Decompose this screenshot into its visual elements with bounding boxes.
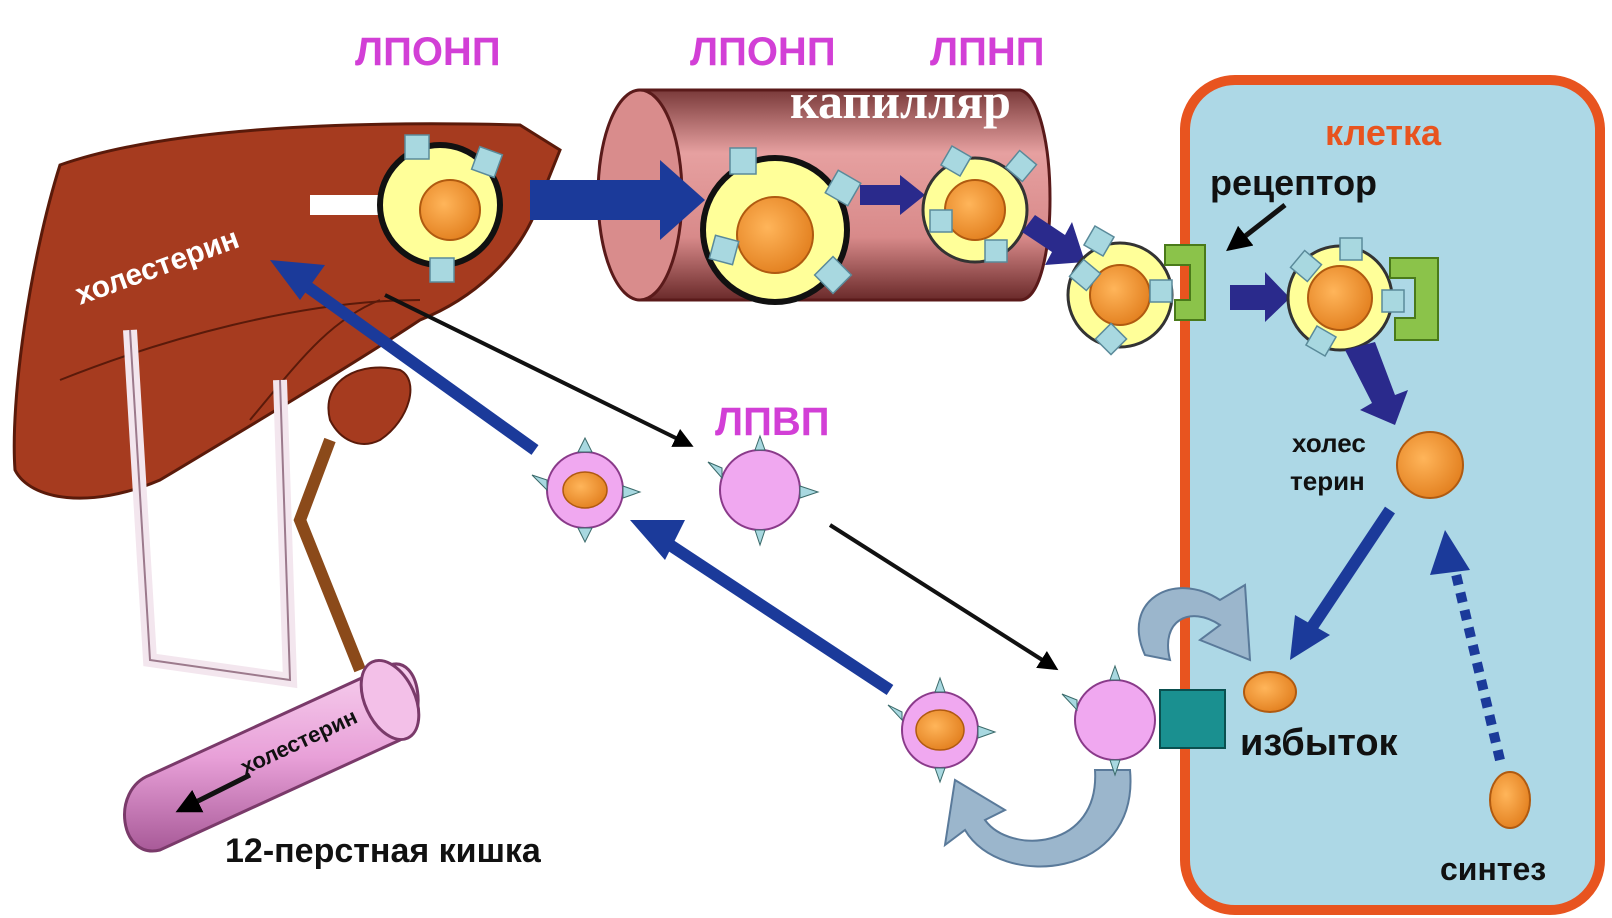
duodenum-label: 12-перстная кишка bbox=[225, 832, 542, 870]
receptor-label: рецептор bbox=[1210, 162, 1377, 203]
synthesis-label: синтез bbox=[1440, 851, 1546, 887]
bile-duct-brown bbox=[300, 440, 360, 670]
vldl-label-1: ЛПОНП bbox=[355, 30, 501, 74]
hdl-particle-nascent-2 bbox=[1062, 666, 1155, 775]
ldl-label: ЛПНП bbox=[930, 30, 1044, 74]
gallbladder bbox=[328, 367, 410, 443]
excess-cholesterol-droplet bbox=[1244, 672, 1296, 712]
cell-label: клетка bbox=[1325, 112, 1442, 153]
cholesterol-transporter bbox=[1160, 690, 1225, 748]
hdl-particle-mature-1 bbox=[532, 438, 640, 542]
hdl-particle-nascent-1 bbox=[708, 436, 818, 545]
cholesterol-droplet bbox=[1397, 432, 1463, 498]
hdl-particle-mature-2 bbox=[888, 678, 995, 782]
hdl-recycle-arrow-bottom bbox=[945, 770, 1131, 866]
cell bbox=[1185, 80, 1600, 910]
hdl-return-arrow-lower bbox=[670, 545, 890, 690]
hdl-label: ЛПВП bbox=[715, 400, 829, 444]
capillary-label: капилляр bbox=[790, 73, 1011, 129]
cholesterol-cell-label-2: терин bbox=[1290, 466, 1365, 496]
vldl-label-2: ЛПОНП bbox=[690, 30, 836, 74]
hdl-to-cell-arrow bbox=[830, 525, 1055, 668]
synthesis-cholesterol-droplet bbox=[1490, 772, 1530, 828]
cholesterol-cell-label-1: холес bbox=[1292, 428, 1366, 458]
excess-label: избыток bbox=[1240, 722, 1399, 764]
ldl-particle-receptor bbox=[1068, 226, 1172, 355]
